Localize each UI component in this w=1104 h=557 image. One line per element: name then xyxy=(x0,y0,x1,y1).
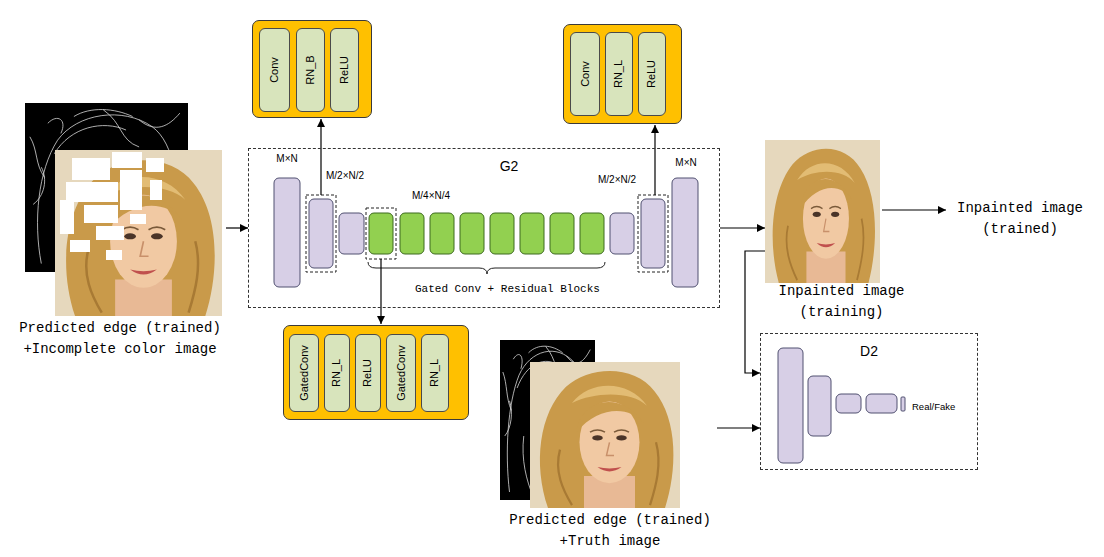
layer-op-box: Conv xyxy=(259,28,290,112)
mask-block xyxy=(120,170,142,210)
highlight-frame xyxy=(306,195,336,272)
layer-bar xyxy=(641,199,665,268)
layer-bar xyxy=(778,348,803,463)
gated-bar xyxy=(550,213,574,254)
brace xyxy=(368,262,605,274)
layer-op-label: GatedConv xyxy=(395,345,407,401)
layer-op-label: Conv xyxy=(268,57,280,83)
layer-op-box: Conv xyxy=(570,32,600,116)
group-label: Gated Conv + Residual Blocks xyxy=(415,282,600,296)
image-caption: Predicted edge (trained) +Truth image xyxy=(503,510,717,552)
module-title: G2 xyxy=(500,158,519,174)
module-title: D2 xyxy=(860,343,878,359)
connector xyxy=(226,227,248,228)
leader-arrow xyxy=(380,259,381,324)
mask-block xyxy=(112,152,142,168)
layer-op-label: RN_L xyxy=(429,358,441,386)
output-arrow xyxy=(882,209,946,210)
connector xyxy=(720,227,765,228)
layer-bar xyxy=(339,213,364,254)
layer-op-box: GatedConv xyxy=(289,334,319,412)
layer-op-box: ReLU xyxy=(638,32,666,116)
discriminator-bars xyxy=(778,348,905,463)
layer-detail-callout: Conv RN_L ReLU xyxy=(563,24,682,124)
callout-leaders xyxy=(321,119,946,324)
mask-block xyxy=(96,226,124,240)
layer-op-label: GatedConv xyxy=(298,345,310,401)
layer-bar xyxy=(808,376,831,436)
layer-op-box: RN_L xyxy=(324,334,350,412)
mask-block xyxy=(72,158,110,180)
layer-op-box: RN_L xyxy=(421,334,449,412)
output-label: Inpainted image (trained) xyxy=(948,198,1092,240)
layer-op-label: ReLU xyxy=(646,59,658,87)
layer-bar xyxy=(901,397,905,411)
leader-arrow xyxy=(654,125,655,195)
layer-op-label: RN_L xyxy=(613,59,625,87)
dimension-label: M/2×N/2 xyxy=(326,169,364,182)
layer-bar xyxy=(866,394,897,413)
mask-block xyxy=(66,182,118,202)
mask-block xyxy=(60,200,74,234)
layer-op-label: RN_L xyxy=(331,358,343,386)
face-picture xyxy=(765,140,880,283)
gated-bar xyxy=(369,213,393,254)
highlight-frames xyxy=(306,195,668,272)
mask-block xyxy=(146,158,164,172)
layer-op-label: ReLU xyxy=(362,358,374,386)
image-caption: Inpainted image (training) xyxy=(765,281,918,323)
mask-block xyxy=(70,240,90,252)
gated-bar xyxy=(460,213,484,254)
layer-op-box: GatedConv xyxy=(386,334,416,412)
input-image: Predicted edge (trained) +Incomplete col… xyxy=(14,103,226,360)
layer-op-label: Conv xyxy=(579,61,591,87)
connector xyxy=(745,251,765,373)
layer-op-box: ReLU xyxy=(355,334,381,412)
layer-detail-callout: Conv RN_B ReLU xyxy=(252,20,372,118)
highlight-frame xyxy=(366,208,396,259)
image-caption: Predicted edge (trained) +Incomplete col… xyxy=(14,318,226,360)
mask-block xyxy=(130,214,146,224)
gated-bar xyxy=(580,213,604,254)
gated-bar xyxy=(430,213,454,254)
layer-bar xyxy=(836,394,861,413)
layer-op-box: RN_L xyxy=(605,32,633,116)
layer-bar xyxy=(309,199,333,268)
layer-op-label: ReLU xyxy=(338,55,350,83)
gated-bar xyxy=(520,213,544,254)
mask-block xyxy=(150,180,162,200)
leader-arrow xyxy=(320,119,321,195)
output-image: Inpainted image (training) xyxy=(765,140,918,323)
gated-bar xyxy=(400,213,424,254)
mask-block xyxy=(84,205,118,223)
layer-op-label: RN_B xyxy=(304,55,316,84)
layer-op-box: RN_B xyxy=(296,28,325,112)
dimension-label: M/2×N/2 xyxy=(598,173,636,186)
dimension-label: M/4×N/4 xyxy=(412,189,450,202)
mask-block xyxy=(106,250,122,260)
highlight-frame xyxy=(638,195,668,272)
layer-detail-callout: GatedConv RN_L ReLU GatedConv RN_L xyxy=(283,325,469,420)
face-picture xyxy=(530,362,680,508)
feature-map-bars xyxy=(274,178,698,287)
layer-bar xyxy=(274,178,300,287)
dimension-label: M×N xyxy=(267,152,307,165)
layer-bar xyxy=(610,213,634,254)
connector xyxy=(717,427,760,428)
layer-bar xyxy=(672,178,698,287)
output-label: Real/Fake xyxy=(912,401,955,413)
layer-op-box: ReLU xyxy=(330,28,359,112)
dimension-label: M×N xyxy=(666,156,706,169)
gated-residual-bars xyxy=(369,213,604,254)
gated-bar xyxy=(490,213,514,254)
truth-image: Predicted edge (trained) +Truth image xyxy=(503,340,717,552)
missing-region-mask xyxy=(60,152,164,260)
face-picture xyxy=(55,150,222,316)
